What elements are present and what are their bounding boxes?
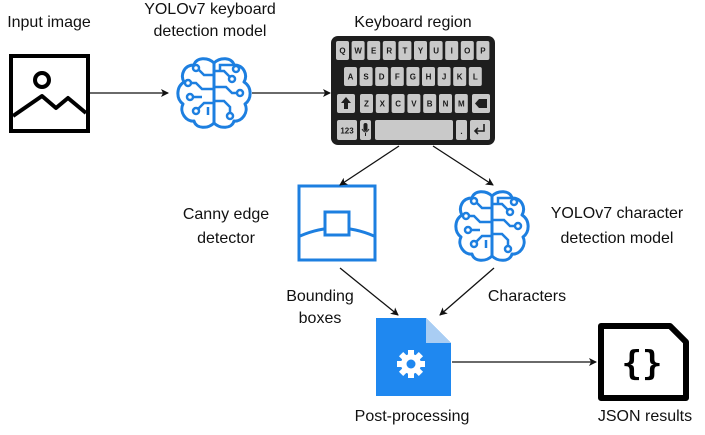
yolo-keyboard-label-line2: detection model — [154, 23, 267, 40]
canny-label-line2: detector — [197, 230, 255, 247]
key-label-o: O — [464, 47, 470, 56]
key-label-e: E — [371, 47, 377, 56]
key-label-q: Q — [339, 47, 345, 56]
key-e — [367, 41, 381, 60]
key-o — [460, 41, 474, 60]
key-p — [476, 41, 490, 60]
key-r — [382, 41, 396, 60]
arrow-region-to-character-model — [432, 145, 494, 186]
key-label-k: K — [457, 73, 463, 82]
arrow-canny-to-post-processing — [339, 267, 399, 316]
key-q — [336, 41, 349, 60]
spacebar — [375, 120, 453, 140]
canny-label-line1: Canny edge — [183, 206, 269, 223]
key-label-h: H — [426, 73, 432, 82]
key-d — [375, 67, 389, 86]
json-file-icon: {} — [598, 323, 689, 401]
key-label-v: V — [411, 100, 417, 109]
key-b — [423, 94, 437, 113]
key-j — [437, 67, 451, 86]
key-z — [360, 94, 373, 113]
key-label-r: R — [386, 47, 392, 56]
key-label-u: U — [433, 47, 439, 56]
key-l — [468, 67, 482, 86]
yolo-keyboard-brain-icon — [176, 57, 252, 129]
key-label-j: J — [442, 73, 446, 82]
key-label-g: G — [410, 73, 416, 82]
key-k — [453, 67, 467, 86]
json-results-label: JSON results — [598, 408, 692, 425]
post-processing-label: Post-processing — [355, 408, 470, 425]
key-label-w: W — [354, 47, 362, 56]
canny-edge-icon — [297, 184, 377, 262]
key-label-z: Z — [364, 100, 369, 109]
key-label-d: D — [379, 73, 385, 82]
key-v — [407, 94, 421, 113]
yolo-keyboard-label-line1: YOLOv7 keyboard — [144, 1, 276, 18]
bounding-boxes-label-line1: Bounding — [286, 288, 354, 305]
key-y — [414, 41, 427, 60]
image-icon — [9, 54, 90, 133]
arrow-region-to-canny — [339, 145, 400, 186]
key-u — [429, 41, 443, 60]
key-w — [351, 41, 365, 60]
key-label-c: C — [395, 100, 401, 109]
key-c — [391, 94, 405, 113]
characters-label: Characters — [488, 288, 566, 305]
key-t — [398, 41, 412, 60]
backspace-icon — [475, 99, 487, 108]
key-label-n: N — [443, 100, 449, 109]
shift-icon — [341, 97, 351, 109]
key-label-i: I — [451, 47, 453, 56]
yolo-character-brain-icon — [454, 190, 530, 262]
yolo-character-label-line1: YOLOv7 character — [551, 205, 684, 222]
key-label-x: X — [380, 100, 386, 109]
key-label-t: T — [402, 47, 407, 56]
json-braces: {} — [622, 344, 663, 384]
key-m — [454, 94, 468, 113]
keyboard-region-label: Keyboard region — [354, 14, 471, 31]
numbers-key: 123 — [340, 127, 354, 136]
keyboard-row-4: 123 . — [337, 120, 490, 140]
post-processing-document-icon — [376, 318, 451, 396]
key-label-p: P — [480, 47, 486, 56]
key-label-f: F — [395, 73, 400, 82]
arrow-character-model-to-post-processing — [439, 267, 495, 316]
period-key: . — [460, 127, 462, 136]
input-image-label: Input image — [7, 14, 91, 31]
key-label-b: B — [427, 100, 433, 109]
key-f — [390, 67, 404, 86]
key-label-a: A — [348, 73, 354, 82]
key-label-m: M — [458, 100, 465, 109]
key-label-y: Y — [418, 47, 424, 56]
key-s — [359, 67, 373, 86]
return-icon — [473, 124, 485, 135]
key-g — [406, 67, 420, 86]
key-n — [439, 94, 452, 113]
key-x — [375, 94, 389, 113]
gear-icon — [397, 350, 425, 378]
microphone-icon — [361, 123, 370, 136]
key-a — [344, 67, 357, 86]
key-label-l: L — [473, 73, 478, 82]
bounding-boxes-label-line2: boxes — [299, 310, 342, 327]
key-i — [445, 41, 459, 60]
key-label-s: S — [363, 73, 369, 82]
yolo-character-label-line2: detection model — [561, 230, 674, 247]
key-h — [422, 67, 435, 86]
